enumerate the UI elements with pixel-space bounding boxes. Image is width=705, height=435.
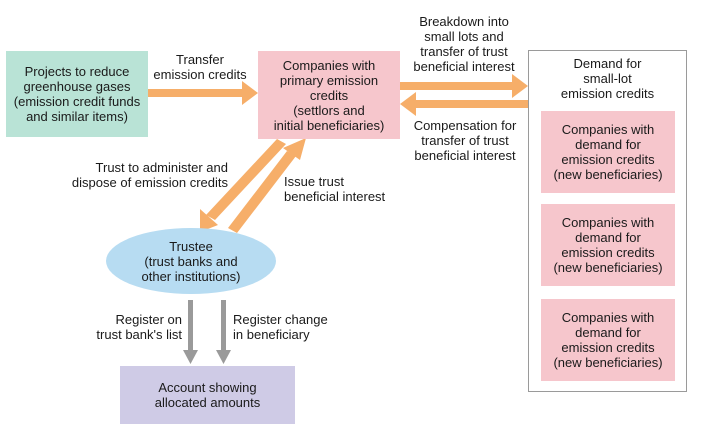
register-list-label: Register on trust bank's list <box>96 312 182 342</box>
companies-primary-label: Companies with primary emission credits … <box>273 57 385 133</box>
compensation-arrow <box>400 92 528 116</box>
breakdown-arrow <box>400 74 528 98</box>
transfer-label: Transfer emission credits <box>153 52 247 82</box>
transfer-arrow <box>147 81 258 105</box>
demand-box-3-label: Companies with demand for emission credi… <box>553 310 663 370</box>
issue-trust-arrow <box>228 138 306 233</box>
compensation-label: Compensation for transfer of trust benef… <box>413 118 517 163</box>
trust-administer-label: Trust to administer and dispose of emiss… <box>71 160 228 190</box>
demand-container: Demand for small-lot emission credits Co… <box>528 50 687 392</box>
companies-primary-box: Companies with primary emission credits … <box>258 51 400 139</box>
account-label: Account showing allocated amounts <box>154 380 261 410</box>
demand-box-2: Companies with demand for emission credi… <box>541 204 675 286</box>
register-change-label: Register change in beneficiary <box>233 312 328 342</box>
trustee-ellipse: Trustee (trust banks and other instituti… <box>106 228 276 294</box>
trust-administer-arrow <box>200 139 286 232</box>
projects-label: Projects to reduce greenhouse gases (emi… <box>13 64 141 124</box>
register-list-arrow <box>183 300 198 364</box>
trustee-label: Trustee (trust banks and other instituti… <box>141 238 241 284</box>
demand-box-1-label: Companies with demand for emission credi… <box>553 122 663 182</box>
demand-title: Demand for small-lot emission credits <box>560 56 655 101</box>
demand-box-3: Companies with demand for emission credi… <box>541 299 675 381</box>
projects-box: Projects to reduce greenhouse gases (emi… <box>6 51 148 137</box>
demand-box-2-label: Companies with demand for emission credi… <box>553 215 663 275</box>
breakdown-label: Breakdown into small lots and transfer o… <box>413 14 515 74</box>
issue-trust-label: Issue trust beneficial interest <box>284 174 386 204</box>
register-change-arrow <box>216 300 231 364</box>
demand-box-1: Companies with demand for emission credi… <box>541 111 675 193</box>
account-box: Account showing allocated amounts <box>120 366 295 424</box>
